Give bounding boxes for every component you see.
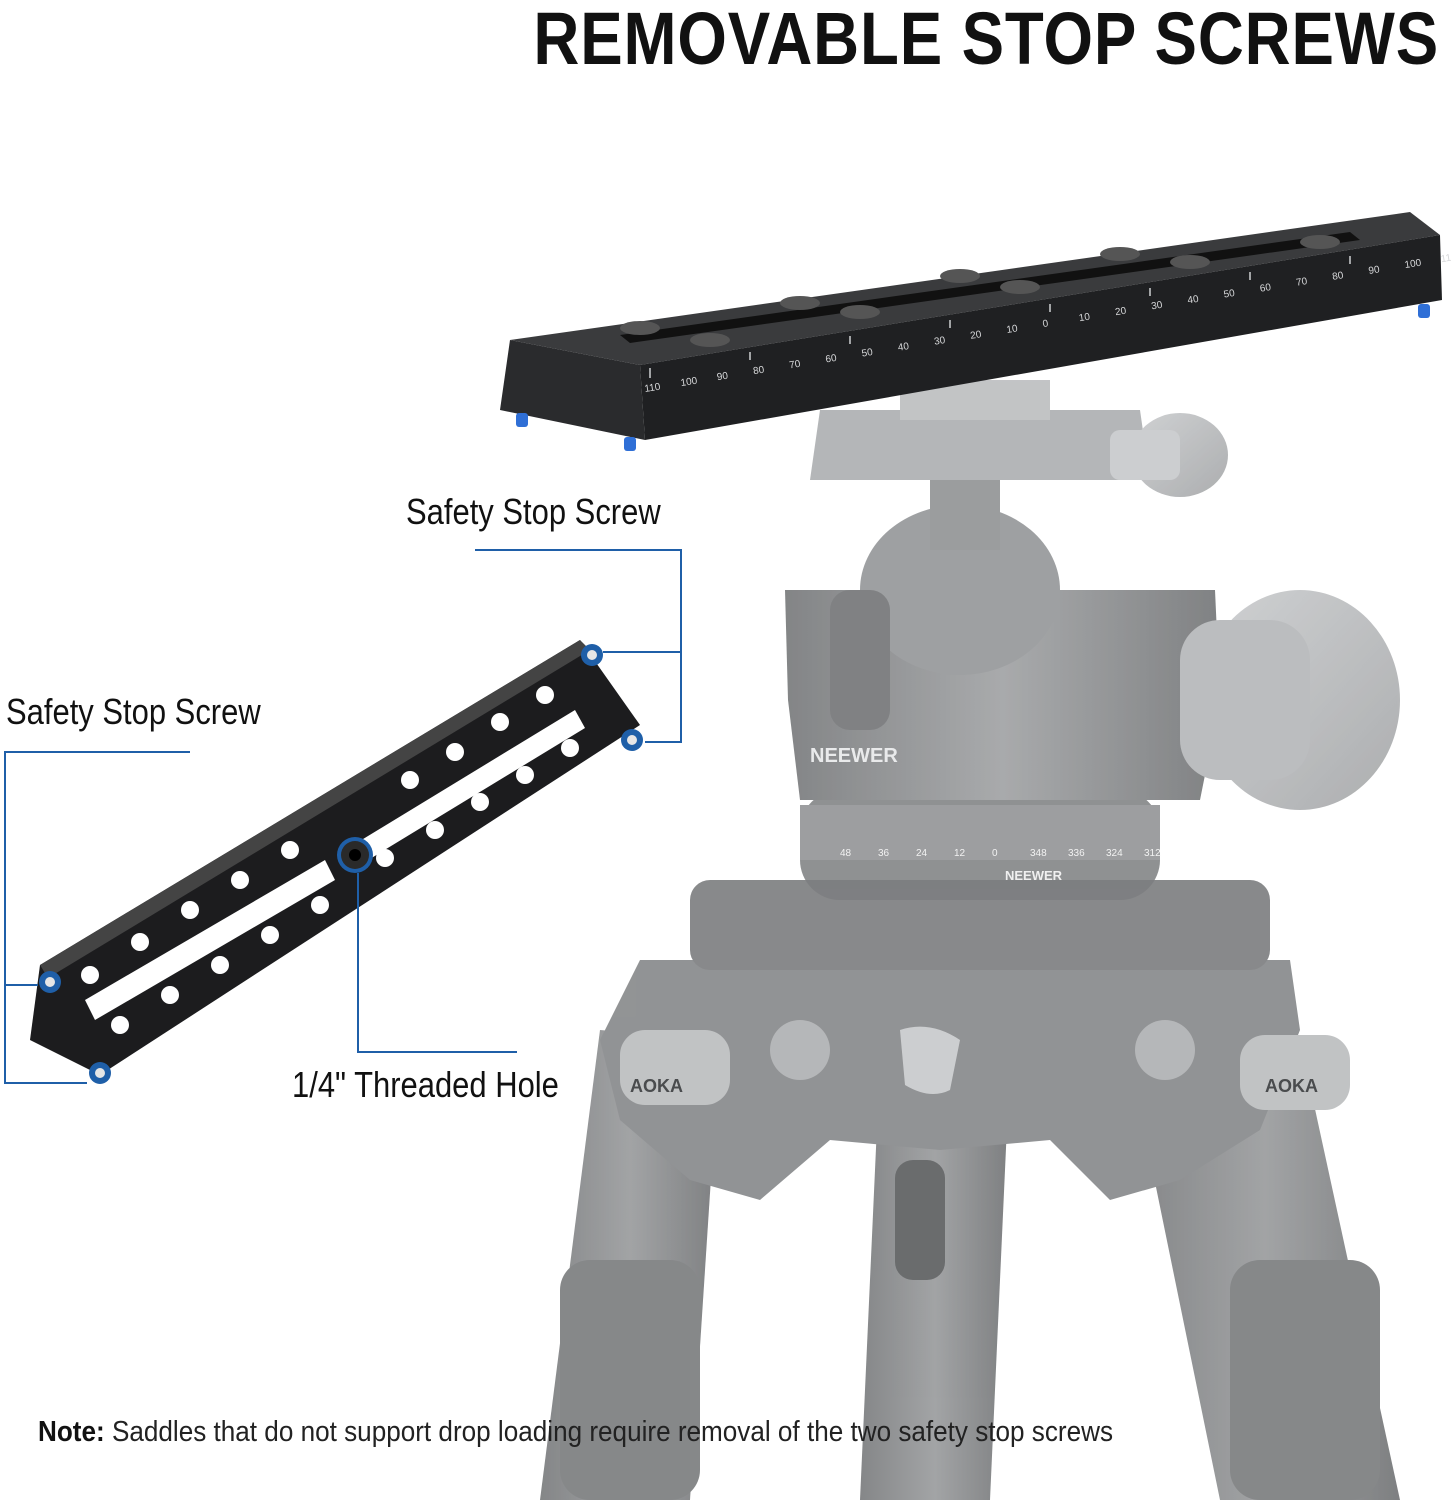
brand-logo-base: NEEWER [1005, 868, 1063, 883]
callout-label-safety-stop-left: Safety Stop Screw [6, 691, 261, 732]
panorama-scale-label: 24 [916, 848, 928, 859]
rail-scale-label: 60 [1259, 282, 1272, 295]
rail-scale-label: 70 [789, 359, 802, 372]
panorama-scale-label: 348 [1030, 848, 1047, 859]
panorama-scale-label: 0 [992, 848, 998, 859]
panorama-scale-label: 12 [954, 848, 966, 859]
mounted-rail-plate [500, 212, 1442, 451]
rail-scale-label: 100 [680, 376, 699, 390]
tripod [540, 880, 1400, 1500]
panorama-scale-label: 48 [840, 848, 852, 859]
rail-scale-label: 40 [1187, 294, 1200, 307]
tripod-brand-left: AOKA [630, 1076, 683, 1096]
rail-scale-label: 0 [1042, 318, 1050, 330]
page-title: REMOVABLE STOP SCREWS [533, 0, 1439, 80]
rail-scale-label: 90 [716, 370, 729, 383]
panorama-scale-label: 312 [1144, 848, 1161, 859]
detached-rail-plate [30, 640, 643, 1084]
tripod-brand-right: AOKA [1265, 1076, 1318, 1096]
rail-scale-label: 70 [1295, 276, 1308, 289]
note-text: Note: Saddles that do not support drop l… [38, 1418, 1113, 1447]
rail-scale-label: 50 [1223, 288, 1236, 301]
rail-scale-label: 20 [1114, 306, 1127, 319]
note-label: Note: [38, 1416, 105, 1448]
rail-scale-label: 90 [1368, 264, 1381, 277]
brand-logo-head: NEEWER [810, 745, 898, 767]
rail-scale-label: 110 [1440, 252, 1451, 265]
rail-scale-label: 50 [861, 347, 874, 360]
rail-scale-label: 10 [1078, 311, 1091, 324]
panorama-scale-label: 336 [1068, 848, 1085, 859]
ball-head [785, 380, 1400, 900]
rail-scale-label: 30 [933, 335, 946, 348]
note-body: Saddles that do not support drop loading… [104, 1416, 1114, 1448]
panorama-scale-label: 324 [1106, 848, 1123, 859]
callout-lines [4, 549, 682, 1084]
rail-scale-label: 80 [1332, 270, 1345, 283]
rail-scale-label: 100 [1404, 258, 1423, 272]
rail-scale-label: 10 [1006, 323, 1019, 336]
rail-scale-label: 110 [644, 382, 662, 395]
panorama-scale-label: 36 [878, 848, 890, 859]
callout-label-threaded-hole: 1/4" Threaded Hole [292, 1064, 559, 1105]
rail-scale-label: 40 [897, 341, 910, 354]
callout-label-safety-stop-top: Safety Stop Screw [406, 491, 661, 532]
rail-scale-label: 30 [1151, 300, 1164, 313]
rail-scale-label: 60 [825, 353, 838, 366]
rail-scale-label: 80 [752, 365, 765, 378]
rail-scale-label: 20 [970, 329, 983, 342]
